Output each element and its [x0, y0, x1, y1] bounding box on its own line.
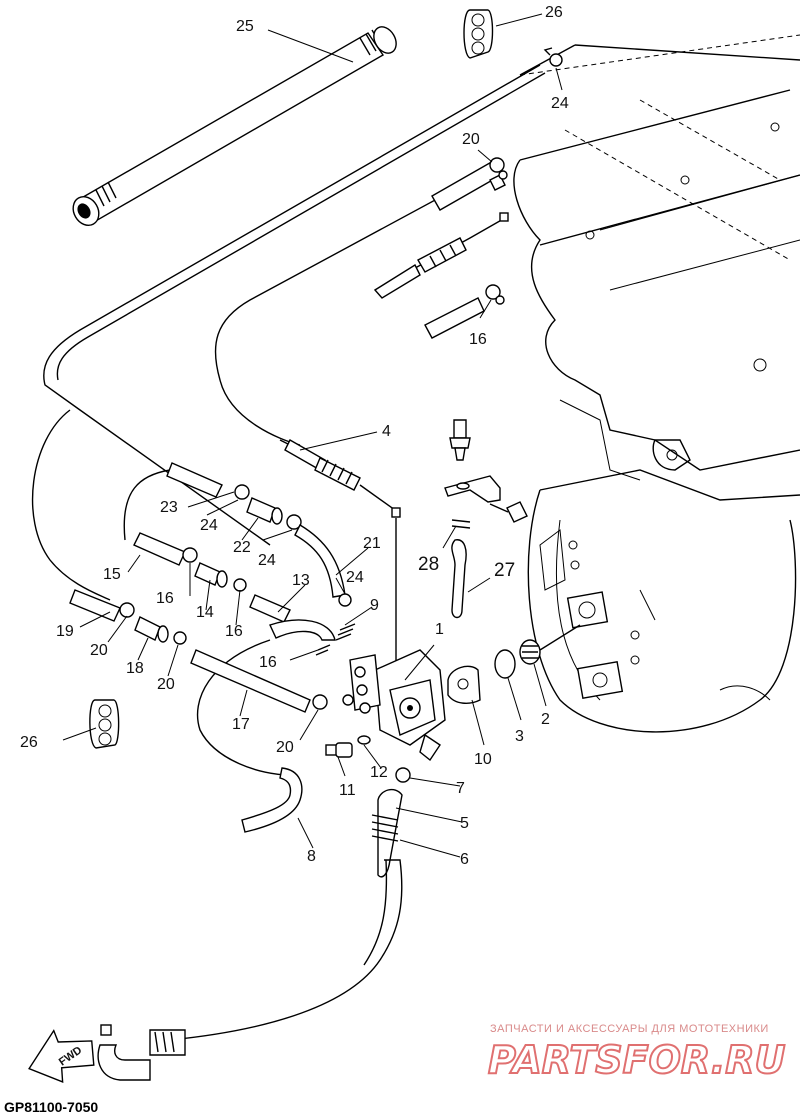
- callout-28: 28: [418, 554, 439, 575]
- callout-2: 2: [541, 711, 550, 728]
- callout-9: 9: [370, 597, 379, 614]
- callout-25: 25: [236, 18, 254, 35]
- callouts: 25 26 24 20 16 4 23 24 22 24 21 15 13 24…: [20, 4, 569, 868]
- cable-4: [279, 439, 401, 680]
- cable-upper: [373, 212, 509, 299]
- callout-8: 8: [307, 848, 316, 865]
- callout-16-c: 16: [259, 654, 277, 671]
- engine-block: [513, 34, 800, 733]
- callout-16-top: 16: [469, 331, 487, 348]
- fwd-arrow: [28, 1029, 95, 1083]
- callout-21: 21: [363, 535, 381, 552]
- left-fittings: [69, 462, 352, 833]
- part-26-clip-left: [89, 699, 120, 749]
- watermark: ЗАПЧАСТИ И АКСЕССУАРЫ ДЛЯ МОТОТЕХНИКИ PA…: [487, 1023, 787, 1083]
- callout-24-a: 24: [200, 517, 218, 534]
- fuel-line-lower: [97, 788, 403, 1081]
- callout-22: 22: [233, 539, 251, 556]
- callout-26-left: 26: [20, 734, 38, 751]
- part-25-pipe: [72, 26, 397, 227]
- hose-routes: [31, 64, 546, 776]
- callout-13: 13: [292, 572, 310, 589]
- diagram-code: GP81100-7050: [4, 1099, 98, 1115]
- callout-16-a: 16: [156, 590, 174, 607]
- callout-20-c: 20: [276, 739, 294, 756]
- part-26-clip-top: [463, 9, 494, 59]
- callout-19: 19: [56, 623, 74, 640]
- callout-27: 27: [494, 560, 515, 581]
- callout-7: 7: [456, 780, 465, 797]
- callout-23: 23: [160, 499, 178, 516]
- callout-20-top: 20: [462, 131, 480, 148]
- callout-11: 11: [339, 782, 356, 799]
- bracket-27-28: [444, 419, 528, 619]
- callout-20-a: 20: [90, 642, 108, 659]
- fuel-pump-assembly: [315, 623, 581, 783]
- callout-20-b: 20: [157, 676, 175, 693]
- callout-10: 10: [474, 751, 492, 768]
- callout-15: 15: [103, 566, 121, 583]
- callout-18: 18: [126, 660, 144, 677]
- callout-24-top: 24: [551, 95, 569, 112]
- callout-24-b: 24: [258, 552, 276, 569]
- upper-hoses: [424, 47, 563, 339]
- callout-1: 1: [435, 621, 444, 638]
- callout-14: 14: [196, 604, 214, 621]
- callout-17: 17: [232, 716, 250, 733]
- callout-24-c: 24: [346, 569, 364, 586]
- callout-3: 3: [515, 728, 524, 745]
- watermark-logo: PARTSFOR.RU: [488, 1038, 786, 1082]
- callout-5: 5: [460, 815, 469, 832]
- callout-16-b: 16: [225, 623, 243, 640]
- callout-6: 6: [460, 851, 469, 868]
- callout-26-top: 26: [545, 4, 563, 21]
- callout-12: 12: [370, 764, 388, 781]
- watermark-caption: ЗАПЧАСТИ И АКСЕССУАРЫ ДЛЯ МОТОТЕХНИКИ: [490, 1023, 769, 1035]
- leader-lines: [62, 13, 563, 858]
- callout-4: 4: [382, 423, 391, 440]
